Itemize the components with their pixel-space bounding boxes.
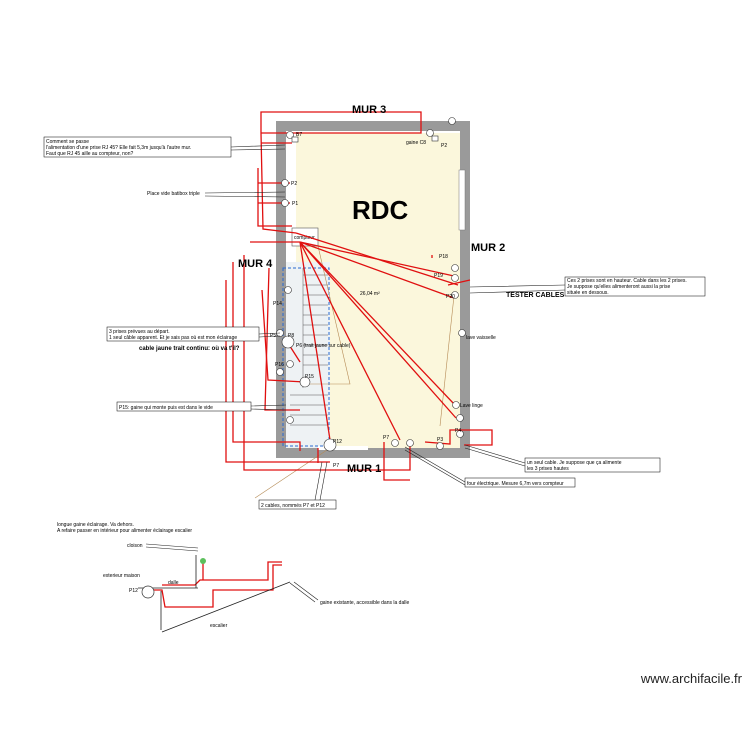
svg-text:four électrique. Mesure 6,7m v: four électrique. Mesure 6,7m vers compte… [467, 481, 564, 487]
note-prises-hauteur: Ces 2 prises sont en hauteur. Cable dans… [564, 276, 706, 297]
svg-text:un seul cable. Je suppose que: un seul cable. Je suppose que ça aliment… [527, 460, 622, 466]
label-p3: P3 [437, 437, 443, 443]
note-seul-cable: un seul cable. Je suppose que ça aliment… [524, 457, 661, 473]
section-sketch [138, 555, 291, 633]
note-prises-depart: 3 prises prévues au départ. 1 seul câble… [106, 326, 260, 342]
label-p1: P1 [292, 201, 298, 207]
label-p4: P4 [455, 428, 461, 434]
label-gaine-c8: gaine C8 [406, 140, 426, 146]
section-p12: P12 [129, 588, 138, 594]
label-p19: P19 [434, 273, 443, 279]
label-p7b: P7 [333, 463, 339, 469]
note-deux-cables: 2 cables, nommés P7 et P12 [258, 499, 337, 510]
section-escalier: escalier [210, 623, 228, 629]
watermark: www.archifacile.fr [640, 671, 742, 686]
note-rj45: Comment se passe l'alimentation d'une pr… [43, 136, 232, 158]
window-mur2 [458, 169, 466, 231]
label-p18: P18 [439, 254, 448, 260]
section-dalle: dalle [168, 580, 179, 586]
wall-mur3: MUR 3 [352, 104, 386, 116]
door-mur1 [318, 446, 368, 450]
note-place-vide: Place vide batibox triple [147, 191, 200, 197]
section-cloison: cloison [127, 543, 143, 549]
wall-mur4: MUR 4 [238, 258, 273, 270]
svg-text:A refaire passer en intérieur: A refaire passer en intérieur pour alime… [57, 528, 192, 534]
svg-text:l'alimentation d'une prise RJ: l'alimentation d'une prise RJ 45? Elle f… [46, 145, 191, 151]
svg-text:2 cables, nommés P7 et P12: 2 cables, nommés P7 et P12 [261, 503, 325, 509]
section-exterieur: exterieur maison [103, 573, 140, 579]
section-gaine-existante: gaine existante, accessible dans la dall… [320, 600, 409, 606]
note-p15-gaine: P15: gaine qui monte puis est dans le vi… [116, 401, 252, 412]
room-name: RDC [352, 195, 409, 225]
svg-text:Comment se passe: Comment se passe [46, 139, 89, 145]
svg-text:les 3 prises hautes: les 3 prises hautes [527, 466, 569, 472]
svg-text:1 seul câble apparent. Et je s: 1 seul câble apparent. Et je sais pas où… [109, 335, 237, 341]
cable-jaune-note: cable jaune trait continu: où va t'il? [139, 346, 240, 352]
label-p20: P20 [446, 294, 455, 300]
label-b7: B7 [296, 132, 302, 138]
svg-text:Place vide batibox triple: Place vide batibox triple [147, 191, 200, 197]
label-lave-vaisselle: lave vaisselle [466, 335, 496, 341]
wall-mur2: MUR 2 [471, 242, 505, 254]
pointer-arrows [145, 144, 566, 603]
room-area: 26,04 m² [360, 291, 380, 297]
label-p2b: P2 [441, 143, 447, 149]
outlets [276, 117, 466, 452]
svg-text:Je suppose qu'elles alimentero: Je suppose qu'elles alimenteront aussi l… [567, 284, 670, 290]
meter-label: compteur [294, 235, 315, 241]
label-p16: P16 [275, 362, 284, 368]
svg-text:Faut que RJ 45 aille au compte: Faut que RJ 45 aille au compteur, non? [46, 151, 133, 157]
svg-text:située en dessous.: située en dessous. [567, 290, 609, 296]
note-longue-gaine: longue gaine éclairage. Va dehors. A ref… [57, 522, 192, 534]
label-p12: P12 [333, 439, 342, 445]
label-p6-note: P6 (trait jaune sur cable) [296, 343, 351, 349]
label-p5: P5 [270, 333, 276, 339]
label-p2: P2 [291, 181, 297, 187]
label-p14: P14 [273, 301, 282, 307]
svg-text:Ces 2 prises sont en hauteur.: Ces 2 prises sont en hauteur. Cable dans… [567, 278, 687, 284]
wall-mur1: MUR 1 [347, 463, 381, 475]
note-four: four électrique. Mesure 6,7m vers compte… [464, 477, 576, 488]
svg-text:3 prises prévues au départ.: 3 prises prévues au départ. [109, 329, 170, 335]
svg-text:longue gaine éclairage. Va deh: longue gaine éclairage. Va dehors. [57, 522, 134, 528]
label-p7: P7 [383, 435, 389, 441]
label-p8: P8 [288, 333, 294, 339]
tester-cables: TESTER CABLES [506, 292, 565, 299]
svg-text:P15: gaine qui monte puis est: P15: gaine qui monte puis est dans le vi… [119, 405, 213, 411]
staircase-steps [282, 267, 330, 447]
label-lave-linge: Lave linge [460, 403, 483, 409]
label-p15: P15 [305, 374, 314, 380]
